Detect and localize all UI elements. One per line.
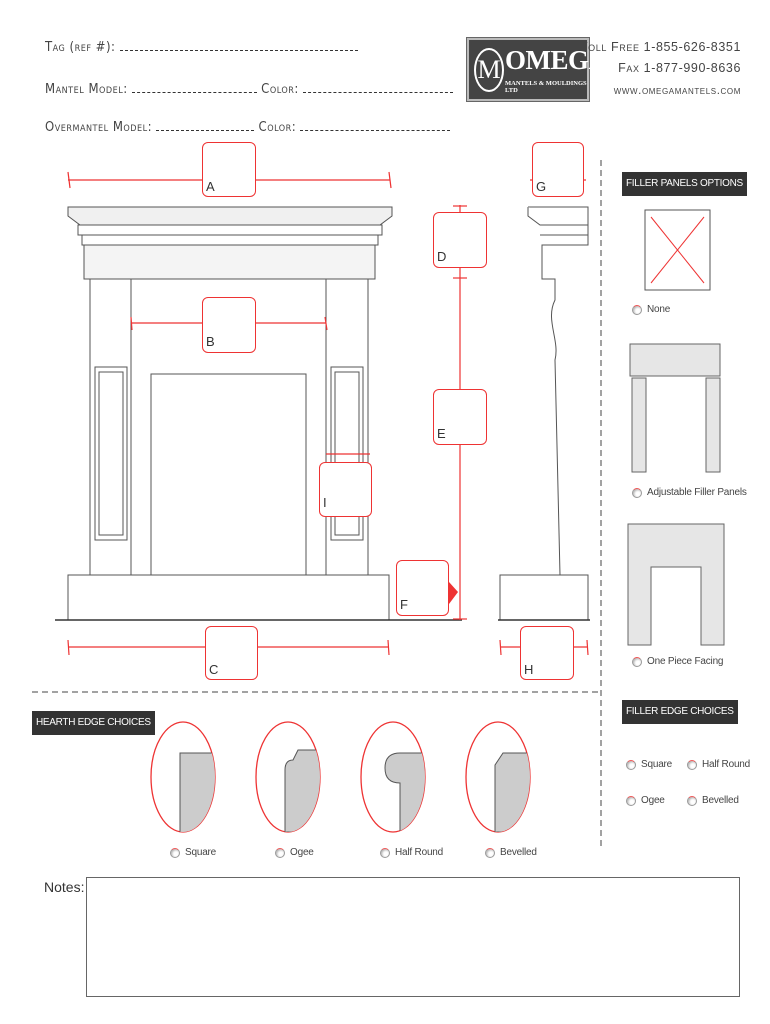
mantel-model-label: Mantel Model: bbox=[45, 82, 128, 97]
filler-edge-bevelled-radio[interactable]: Bevelled bbox=[687, 795, 739, 806]
overmantel-model-field[interactable]: Overmantel Model: Color: bbox=[45, 120, 451, 135]
hearth-ogee-radio[interactable]: Ogee bbox=[275, 847, 314, 858]
filler-edge-ogee-radio[interactable]: Ogee bbox=[626, 795, 665, 806]
filler-panel-diagrams bbox=[627, 209, 725, 646]
dimension-label: E bbox=[437, 426, 446, 441]
dimension-label: D bbox=[437, 249, 447, 264]
filler-adjustable-radio[interactable]: Adjustable Filler Panels bbox=[632, 487, 747, 498]
dimension-i-field[interactable]: I bbox=[319, 462, 372, 517]
dimension-c-field[interactable]: C bbox=[205, 626, 258, 680]
dimension-label: G bbox=[536, 179, 547, 194]
dimension-d-field[interactable]: D bbox=[433, 212, 487, 268]
dimension-a-field[interactable]: A bbox=[202, 142, 256, 197]
dimension-label: H bbox=[524, 662, 534, 677]
dimension-b-field[interactable]: B bbox=[202, 297, 256, 353]
fax: Fax 1-877-990-8636 bbox=[618, 61, 741, 75]
dimension-label: B bbox=[206, 334, 215, 349]
filler-edge-title: FILLER EDGE CHOICES bbox=[622, 700, 738, 724]
filler-edge-square-radio[interactable]: Square bbox=[626, 759, 672, 770]
color-label: Color: bbox=[261, 82, 299, 97]
notes-label: Notes: bbox=[44, 879, 85, 895]
toll-free: Toll Free 1-855-626-8351 bbox=[579, 40, 741, 54]
overmantel-model-label: Overmantel Model: bbox=[45, 120, 153, 135]
filler-one-piece-radio[interactable]: One Piece Facing bbox=[632, 656, 723, 667]
dimension-f-field[interactable]: F bbox=[396, 560, 449, 616]
hearth-edge-diagrams bbox=[150, 721, 531, 833]
dimension-label: I bbox=[323, 495, 327, 510]
filler-none-radio[interactable]: None bbox=[632, 304, 670, 315]
hearth-bevelled-radio[interactable]: Bevelled bbox=[485, 847, 537, 858]
tag-field[interactable]: Tag (ref #): bbox=[45, 40, 358, 55]
dimension-label: A bbox=[206, 179, 215, 194]
dimension-g-field[interactable]: G bbox=[532, 142, 584, 197]
dimension-label: F bbox=[400, 597, 408, 612]
filler-panels-title: FILLER PANELS OPTIONS bbox=[622, 172, 747, 196]
hearth-half-round-radio[interactable]: Half Round bbox=[380, 847, 443, 858]
mantel-model-field[interactable]: Mantel Model: Color: bbox=[45, 82, 454, 97]
hearth-square-radio[interactable]: Square bbox=[170, 847, 216, 858]
notes-field[interactable] bbox=[86, 877, 740, 997]
dimension-h-field[interactable]: H bbox=[520, 626, 574, 680]
overmantel-color-label: Color: bbox=[258, 120, 297, 135]
omega-logo: M OMEGA MANTELS & MOULDINGS LTD bbox=[466, 37, 608, 102]
dimension-e-field[interactable]: E bbox=[433, 389, 487, 445]
filler-edge-half-round-radio[interactable]: Half Round bbox=[687, 759, 750, 770]
website[interactable]: www.omegamantels.com bbox=[613, 85, 741, 97]
hearth-edge-title: HEARTH EDGE CHOICES bbox=[32, 711, 155, 735]
tag-label: Tag (ref #): bbox=[45, 40, 116, 55]
dimension-label: C bbox=[209, 662, 219, 677]
